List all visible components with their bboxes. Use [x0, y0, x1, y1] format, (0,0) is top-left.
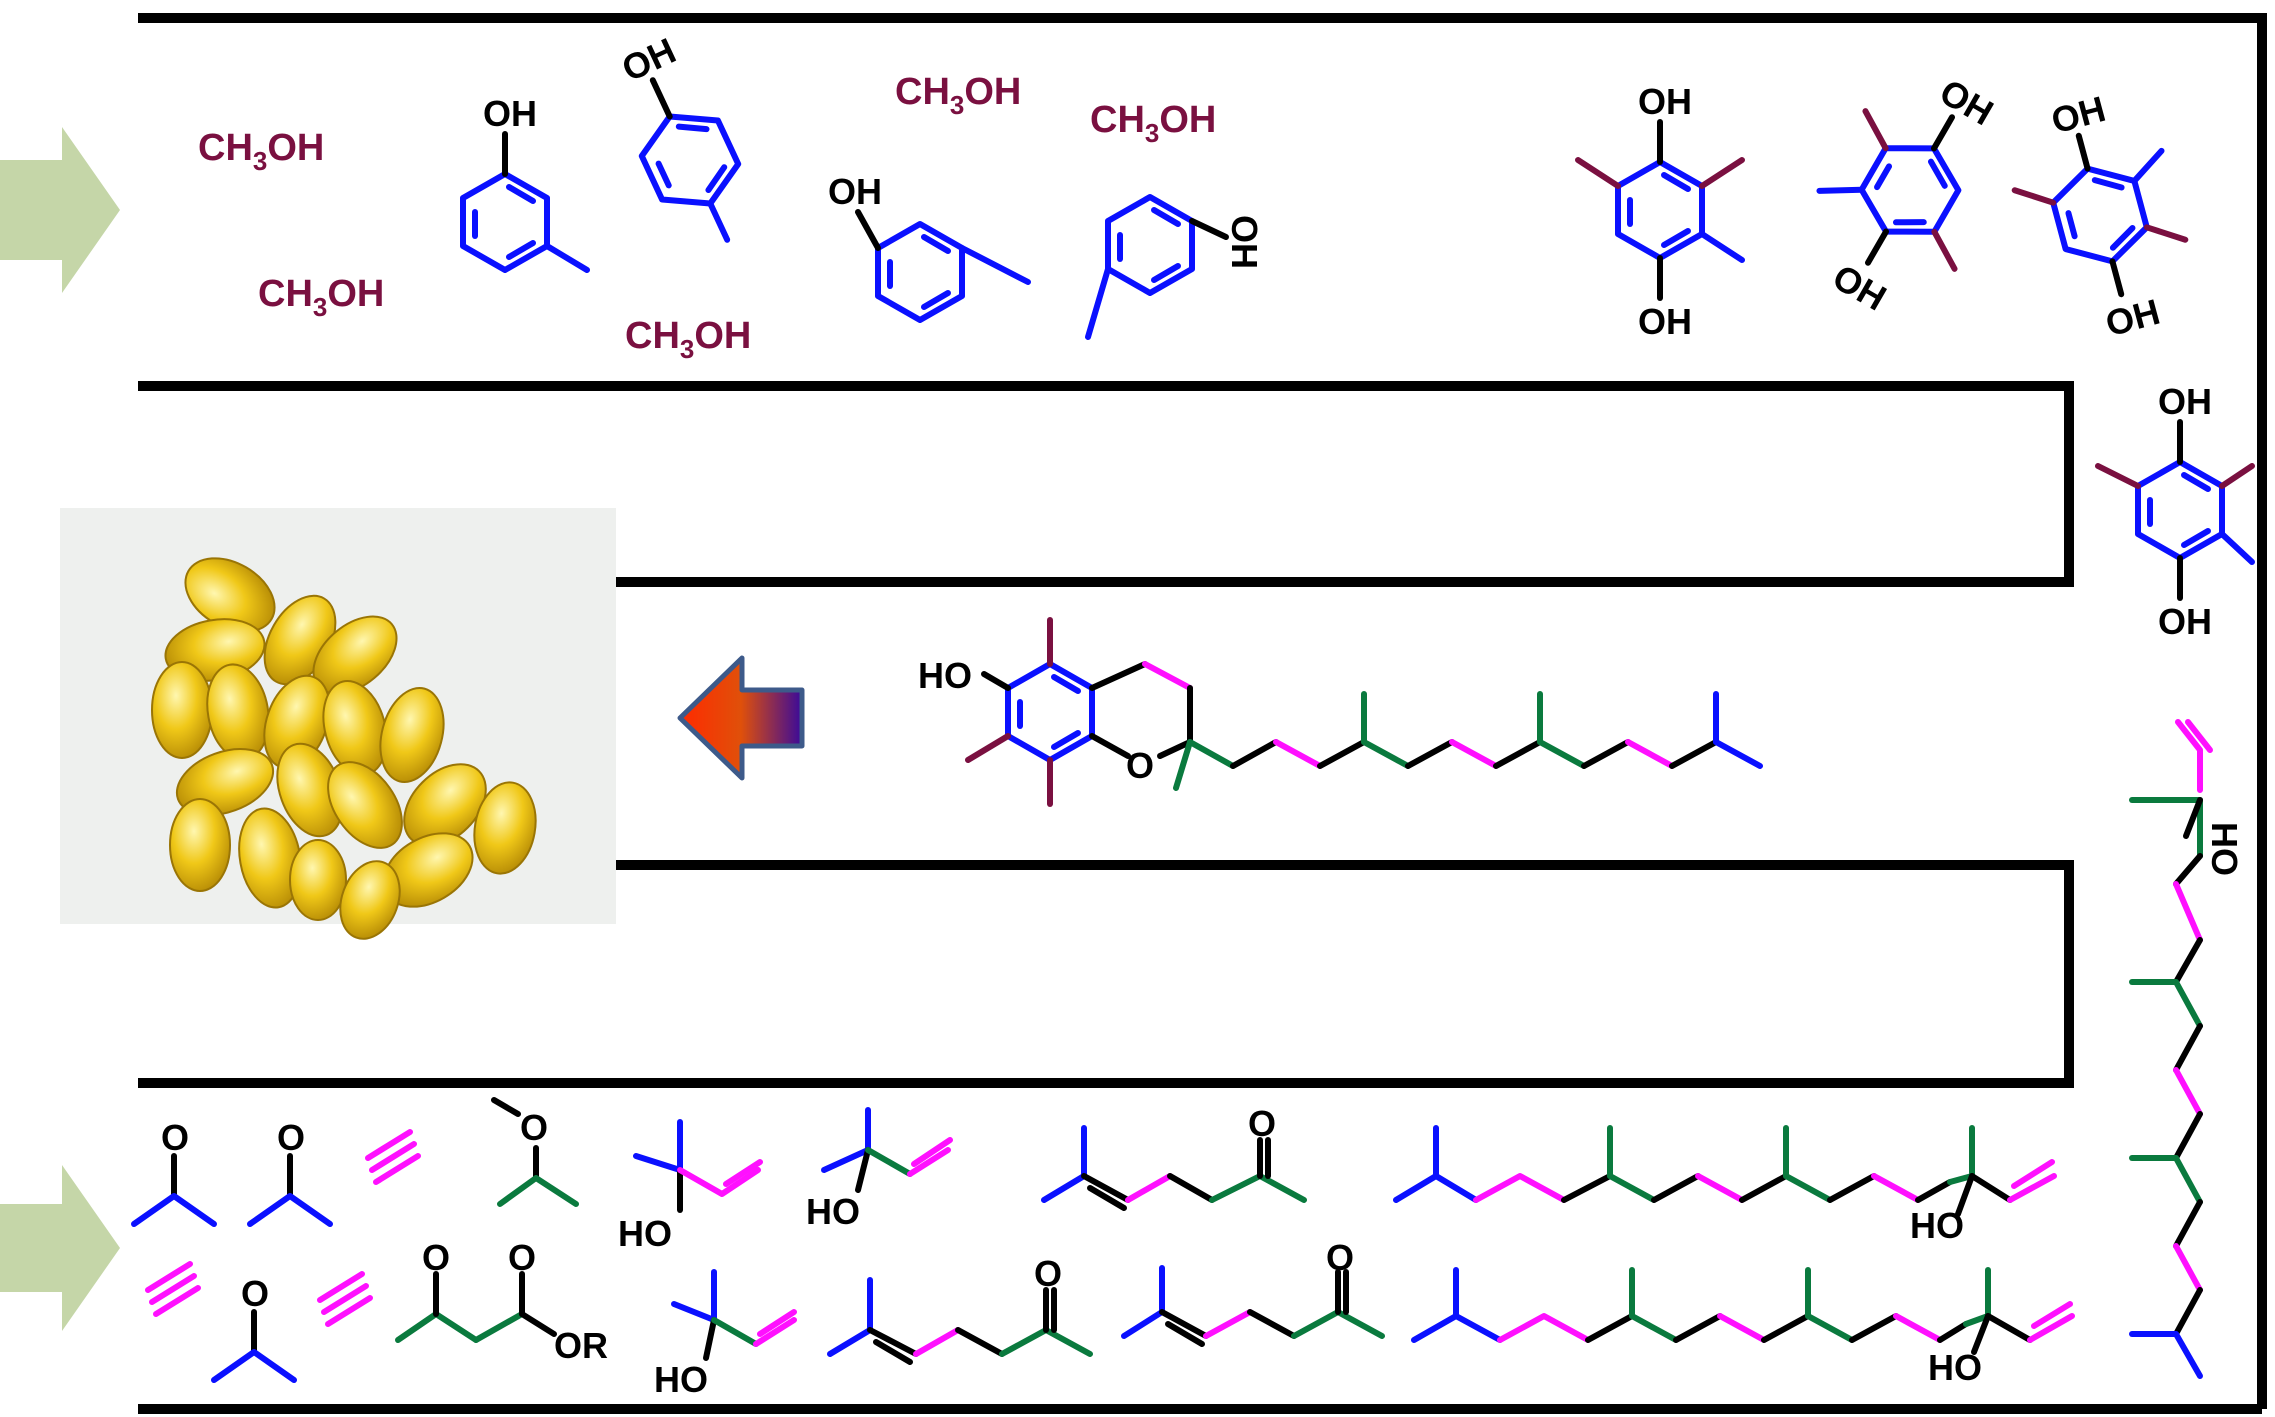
svg-text:OH: OH [2158, 381, 2212, 422]
svg-text:O: O [241, 1273, 269, 1314]
svg-text:O: O [508, 1237, 536, 1278]
svg-text:O: O [422, 1237, 450, 1278]
svg-text:OH: OH [828, 171, 882, 212]
svg-text:CH3OH: CH3OH [1090, 99, 1216, 148]
methanol-label: CH3OH [895, 71, 1021, 120]
acetylene-molecule [365, 1129, 421, 1185]
svg-text:OH: OH [1638, 81, 1692, 122]
svg-text:O: O [520, 1107, 548, 1148]
acetone-molecule: O [211, 1273, 297, 1383]
svg-text:HO: HO [806, 1191, 860, 1232]
methylbutenol-molecule: HO [618, 1119, 763, 1254]
2-methoxypropene-molecule: O [491, 1097, 579, 1207]
methylheptenone-molecule: O [827, 1253, 1093, 1365]
isoprenoid-tertiary-alcohol-molecule: HO [1393, 1125, 2057, 1246]
svg-text:CH3OH: CH3OH [258, 273, 384, 322]
green-right-arrow-icon [0, 1165, 120, 1331]
svg-text:HO: HO [654, 1359, 708, 1400]
green-right-arrow-icon [0, 127, 120, 293]
p-cresol-molecule: OH [616, 30, 765, 243]
acetylene-molecule [145, 1261, 201, 1317]
svg-text:OH: OH [1224, 215, 1265, 269]
acetone-molecule: O [131, 1117, 217, 1227]
svg-text:CH3OH: CH3OH [895, 71, 1021, 120]
methylheptenone-molecule: O [1041, 1103, 1307, 1211]
svg-text:CH3OH: CH3OH [198, 127, 324, 176]
svg-text:O: O [1326, 1237, 1354, 1278]
svg-text:O: O [1248, 1103, 1276, 1144]
svg-text:HO: HO [918, 655, 972, 696]
svg-text:HO: HO [1910, 1205, 1964, 1246]
svg-text:OH: OH [1933, 71, 2000, 134]
svg-text:O: O [1126, 745, 1154, 786]
svg-text:HO: HO [1928, 1347, 1982, 1388]
svg-text:CH3OH: CH3OH [625, 315, 751, 364]
svg-text:O: O [1034, 1253, 1062, 1294]
methanol-label: CH3OH [1090, 99, 1216, 148]
methanol-label: CH3OH [198, 127, 324, 176]
svg-text:O: O [277, 1117, 305, 1158]
trimethylhydroquinone-molecule: OH OH [1816, 71, 2000, 319]
m-cresol-molecule: OH [828, 171, 1031, 320]
methylbutenol-molecule: HO [806, 1107, 953, 1232]
svg-text:HO: HO [2204, 822, 2245, 876]
svg-text:OH: OH [2158, 601, 2212, 642]
methylbutenol-molecule: HO [654, 1269, 797, 1400]
svg-text:OH: OH [1826, 256, 1893, 319]
trimethylhydroquinone-molecule: OH OH [1575, 81, 1745, 342]
alpha-tocopherol-molecule: HO O [918, 617, 1763, 807]
svg-text:OH: OH [2047, 88, 2110, 142]
svg-text:O: O [161, 1117, 189, 1158]
trimethylhydroquinone-molecule: OH OH [2095, 381, 2255, 642]
acetoacetate-ester-molecule: O O OR [395, 1237, 608, 1366]
svg-text:OR: OR [554, 1325, 608, 1366]
isophytol-molecule: HO [2129, 719, 2245, 1379]
svg-text:OH: OH [1638, 301, 1692, 342]
gradient-left-arrow-icon [677, 655, 805, 781]
acetone-molecule: O [247, 1117, 333, 1227]
trimethylhydroquinone-molecule: OH OH [2011, 88, 2189, 345]
methanol-label: CH3OH [258, 273, 384, 322]
acetylene-molecule [317, 1271, 373, 1327]
m-cresol-molecule: OH [463, 93, 590, 273]
svg-text:OH: OH [616, 30, 682, 90]
svg-text:HO: HO [618, 1213, 672, 1254]
svg-text:OH: OH [483, 93, 537, 134]
isoprenoid-tertiary-alcohol-molecule: HO [1411, 1267, 2075, 1388]
svg-text:OH: OH [2101, 291, 2164, 345]
m-cresol-molecule: OH [1085, 197, 1265, 340]
serpentine-channel [138, 13, 2267, 1414]
methylheptenone-molecule: O [1121, 1237, 1385, 1347]
methanol-label: CH3OH [625, 315, 751, 364]
vitamin-e-capsules-photo [60, 508, 616, 940]
